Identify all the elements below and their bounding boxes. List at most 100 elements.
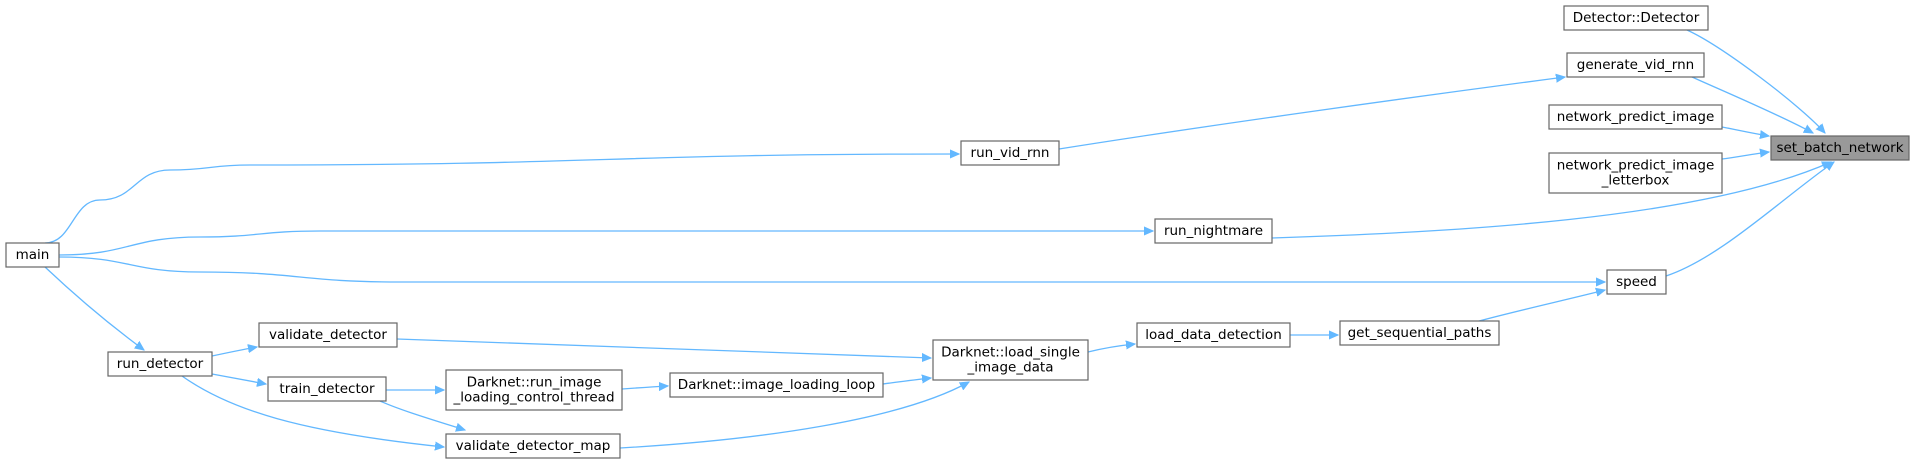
edge-run_detector-to-validate_detector: [211, 347, 257, 357]
edge-path: [1478, 290, 1605, 322]
edge-main-to-run_detector: [44, 266, 144, 350]
node-label: Darknet::run_image: [467, 375, 602, 391]
edge-path: [1691, 76, 1813, 133]
edge-path: [58, 256, 1605, 282]
node-box[interactable]: [5, 242, 60, 268]
edge-path: [58, 231, 1153, 256]
node-label: Detector::Detector: [1573, 10, 1700, 26]
node-run_nightmare[interactable]: run_nightmare: [1154, 218, 1273, 244]
edge-run_image_loading_control_thread-to-image_loading_loop: [621, 386, 668, 389]
edge-path: [1087, 344, 1135, 353]
node-box[interactable]: [1770, 135, 1910, 161]
edge-path: [211, 347, 257, 357]
edge-speed-to-set_batch_network: [1665, 162, 1834, 277]
edge-run_detector-to-validate_detector_map: [181, 375, 444, 447]
edge-path: [1686, 29, 1825, 133]
node-label: network_predict_image: [1557, 109, 1715, 125]
node-label: network_predict_image: [1557, 158, 1715, 174]
node-label: main: [16, 247, 50, 263]
edge-train_detector-to-validate_detector_map: [379, 400, 465, 430]
node-box[interactable]: [1548, 104, 1723, 130]
node-box[interactable]: [1154, 218, 1273, 244]
edge-run_nightmare-to-set_batch_network: [1271, 161, 1831, 239]
node-label: generate_vid_rnn: [1577, 57, 1694, 73]
edge-path: [181, 375, 444, 447]
edge-validate_detector-to-load_single_image_data: [396, 338, 931, 358]
node-speed[interactable]: speed: [1606, 269, 1667, 295]
node-label: run_vid_rnn: [971, 145, 1050, 161]
node-validate_detector_map[interactable]: validate_detector_map: [445, 433, 621, 459]
node-box[interactable]: [932, 339, 1089, 381]
edge-main-to-speed: [58, 256, 1605, 282]
nodes-layer: set_batch_network Detector::Detectorgener…: [5, 5, 1910, 459]
edge-generate_vid_rnn-to-set_batch_network: [1691, 76, 1813, 133]
node-box[interactable]: [960, 140, 1060, 166]
edge-validate_detector_map-to-load_single_image_data: [619, 382, 969, 449]
node-label: set_batch_network: [1776, 140, 1903, 156]
edge-load_single_image_data-to-load_data_detection: [1087, 344, 1135, 353]
node-box[interactable]: [1339, 320, 1500, 346]
node-train_detector[interactable]: train_detector: [267, 376, 387, 402]
edge-path: [44, 154, 959, 244]
node-box[interactable]: [1548, 152, 1723, 194]
node-box[interactable]: [445, 369, 623, 411]
node-label: run_detector: [117, 356, 204, 372]
node-label: _loading_control_thread: [452, 390, 614, 406]
edge-get_sequential_paths-to-speed: [1478, 290, 1605, 322]
node-box[interactable]: [445, 433, 621, 459]
node-run_vid_rnn[interactable]: run_vid_rnn: [960, 140, 1060, 166]
edge-path: [1665, 162, 1834, 277]
edge-run_detector-to-train_detector: [211, 373, 266, 384]
edge-path: [621, 386, 668, 389]
edge-path: [1721, 126, 1769, 136]
node-network_predict_image[interactable]: network_predict_image: [1548, 104, 1723, 130]
node-label: run_nightmare: [1164, 223, 1263, 239]
edge-run_vid_rnn-to-generate_vid_rnn: [1058, 77, 1565, 150]
node-label: load_data_detection: [1145, 327, 1282, 343]
node-network_predict_image_letterbox[interactable]: network_predict_image_letterbox: [1548, 152, 1723, 194]
node-box[interactable]: [258, 322, 398, 348]
edge-path: [1721, 152, 1769, 160]
node-box[interactable]: [1566, 52, 1705, 78]
node-set_batch_network[interactable]: set_batch_network: [1770, 135, 1910, 161]
node-validate_detector[interactable]: validate_detector: [258, 322, 398, 348]
edge-path: [882, 378, 931, 385]
node-generate_vid_rnn[interactable]: generate_vid_rnn: [1566, 52, 1705, 78]
node-label: Darknet::load_single: [941, 345, 1080, 361]
edge-path: [619, 382, 969, 449]
edge-path: [396, 338, 931, 358]
node-box[interactable]: [267, 376, 387, 402]
edge-main-to-run_vid_rnn: [44, 154, 959, 244]
node-label: get_sequential_paths: [1348, 325, 1492, 341]
node-label: _letterbox: [1601, 173, 1670, 189]
node-run_detector[interactable]: run_detector: [107, 351, 213, 377]
node-box[interactable]: [1563, 5, 1709, 31]
node-label: validate_detector_map: [456, 438, 611, 454]
edge-network_predict_image-to-set_batch_network: [1721, 126, 1769, 136]
edge-network_predict_image_letterbox-to-set_batch_network: [1721, 152, 1769, 160]
edge-main-to-run_nightmare: [58, 231, 1153, 256]
node-detector_ctor[interactable]: Detector::Detector: [1563, 5, 1709, 31]
node-load_single_image_data[interactable]: Darknet::load_single_image_data: [932, 339, 1089, 381]
node-image_loading_loop[interactable]: Darknet::image_loading_loop: [669, 372, 884, 398]
edge-path: [379, 400, 465, 430]
node-box[interactable]: [669, 372, 884, 398]
node-box[interactable]: [1606, 269, 1667, 295]
node-label: speed: [1616, 274, 1657, 290]
node-main[interactable]: main: [5, 242, 60, 268]
node-get_sequential_paths[interactable]: get_sequential_paths: [1339, 320, 1500, 346]
node-box[interactable]: [107, 351, 213, 377]
edge-path: [1058, 77, 1565, 150]
node-box[interactable]: [1136, 322, 1291, 348]
edge-path: [44, 266, 144, 350]
edge-image_loading_loop-to-load_single_image_data: [882, 378, 931, 385]
node-label: _image_data: [967, 360, 1054, 376]
edge-path: [211, 373, 266, 384]
node-load_data_detection[interactable]: load_data_detection: [1136, 322, 1291, 348]
edge-detector_ctor-to-set_batch_network: [1686, 29, 1825, 133]
node-label: validate_detector: [269, 327, 387, 343]
edge-path: [1271, 161, 1831, 239]
node-label: Darknet::image_loading_loop: [678, 377, 875, 393]
node-run_image_loading_control_thread[interactable]: Darknet::run_image_loading_control_threa…: [445, 369, 623, 411]
